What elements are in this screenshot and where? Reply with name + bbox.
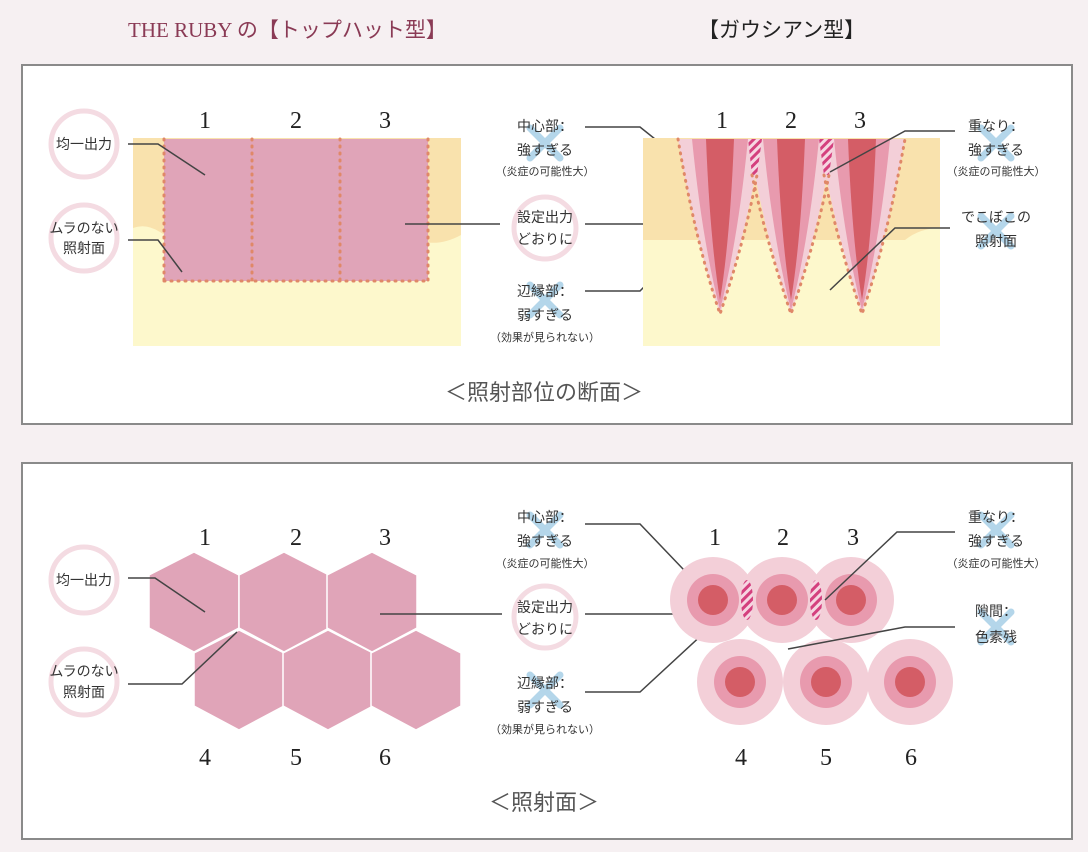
tophat-num-1: 1 <box>199 108 211 134</box>
svg-text:均一出力: 均一出力 <box>56 573 112 589</box>
svg-text:色素残: 色素残 <box>975 629 1017 646</box>
center-label-group-top: 中心部： 強すぎる （炎症の可能性大） 設定出力 どおりに 辺縁部： 弱すぎる … <box>490 119 600 344</box>
svg-text:（炎症の可能性大）: （炎症の可能性大） <box>947 556 1046 570</box>
svg-text:隙間：: 隙間： <box>975 604 1017 620</box>
svg-text:辺縁部：: 辺縁部： <box>517 676 573 692</box>
svg-text:どおりに: どおりに <box>517 232 573 248</box>
svg-text:どおりに: どおりに <box>517 622 573 638</box>
badge-no-unevenness-2: ムラのない 照射面 <box>49 649 118 715</box>
svg-text:強すぎる: 強すぎる <box>968 534 1024 550</box>
svg-text:設定出力: 設定出力 <box>517 210 573 226</box>
spot-num-2: 2 <box>777 525 789 551</box>
spot-num-3: 3 <box>847 525 859 551</box>
tophat-hexagons <box>149 552 461 730</box>
hex-num-3: 3 <box>379 525 391 551</box>
hex-num-6: 6 <box>379 745 391 771</box>
svg-text:設定出力: 設定出力 <box>517 600 573 616</box>
overlap-hatch-a <box>741 580 753 620</box>
svg-text:弱すぎる: 弱すぎる <box>517 700 573 716</box>
badge-uniform-output-2: 均一出力 <box>51 547 117 613</box>
hex-num-4: 4 <box>199 745 211 771</box>
gaussian-cross-section: 1 2 3 <box>643 108 940 346</box>
svg-text:（炎症の可能性大）: （炎症の可能性大） <box>496 556 595 570</box>
svg-text:重なり：: 重なり： <box>968 510 1024 526</box>
svg-text:強すぎる: 強すぎる <box>968 143 1024 159</box>
gaussian-num-3: 3 <box>854 108 866 134</box>
spot-5 <box>783 639 869 725</box>
spot-6 <box>867 639 953 725</box>
spot-num-4: 4 <box>735 745 747 771</box>
tophat-num-2: 2 <box>290 108 302 134</box>
spot-num-1: 1 <box>709 525 721 551</box>
spot-num-5: 5 <box>820 745 832 771</box>
gaussian-num-2: 2 <box>785 108 797 134</box>
gaussian-right-labels-top: 重なり： 強すぎる （炎症の可能性大） でこぼこの 照射面 <box>947 119 1046 250</box>
svg-text:照射面: 照射面 <box>975 234 1017 250</box>
gaussian-num-1: 1 <box>716 108 728 134</box>
svg-text:ムラのない: ムラのない <box>49 664 118 680</box>
svg-text:中心部：: 中心部： <box>517 510 573 526</box>
svg-text:強すぎる: 強すぎる <box>517 534 573 550</box>
svg-text:でこぼこの: でこぼこの <box>961 210 1031 226</box>
tophat-cross-section: 1 2 3 <box>133 108 461 346</box>
cross-section-caption: ＜照射部位の断面＞ <box>445 381 643 406</box>
svg-text:（効果が見られない）: （効果が見られない） <box>490 330 600 344</box>
svg-text:辺縁部：: 辺縁部： <box>517 284 573 300</box>
surface-caption: ＜照射面＞ <box>489 791 599 816</box>
badge-no-unevenness: ムラのない 照射面 <box>49 205 118 271</box>
hex-num-1: 1 <box>199 525 211 551</box>
spot-4 <box>697 639 783 725</box>
svg-text:（炎症の可能性大）: （炎症の可能性大） <box>947 164 1046 178</box>
svg-text:重なり：: 重なり： <box>968 119 1024 135</box>
svg-text:強すぎる: 強すぎる <box>517 143 573 159</box>
svg-text:中心部：: 中心部： <box>517 119 573 135</box>
tophat-beam <box>164 139 428 281</box>
svg-text:弱すぎる: 弱すぎる <box>517 308 573 324</box>
spot-num-6: 6 <box>905 745 917 771</box>
svg-text:ムラのない: ムラのない <box>49 221 118 237</box>
tophat-num-3: 3 <box>379 108 391 134</box>
gaussian-spots <box>670 557 953 725</box>
svg-text:均一出力: 均一出力 <box>56 137 112 153</box>
gaussian-right-labels-bottom: 重なり： 強すぎる （炎症の可能性大） 隙間： 色素残 <box>947 510 1046 646</box>
badge-uniform-output: 均一出力 <box>51 111 117 177</box>
hex-num-2: 2 <box>290 525 302 551</box>
svg-text:照射面: 照射面 <box>63 685 105 701</box>
svg-text:（効果が見られない）: （効果が見られない） <box>490 722 600 736</box>
hex-num-5: 5 <box>290 745 302 771</box>
svg-text:照射面: 照射面 <box>63 241 105 257</box>
overlap-hatch-b <box>810 580 822 620</box>
center-label-group-bottom: 中心部： 強すぎる （炎症の可能性大） 設定出力 どおりに 辺縁部： 弱すぎる … <box>490 510 600 736</box>
svg-text:（炎症の可能性大）: （炎症の可能性大） <box>496 164 595 178</box>
